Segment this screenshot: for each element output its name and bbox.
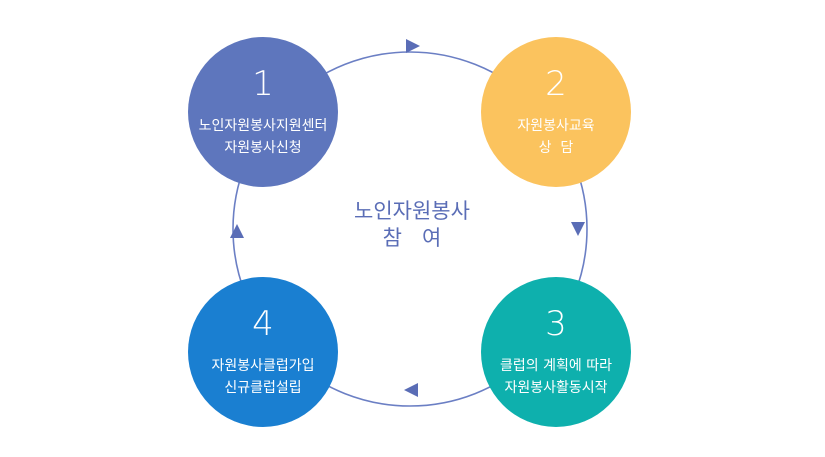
step-3-line2: 자원봉사활동시작 [504, 380, 608, 396]
arrow-left-icon [404, 383, 418, 397]
arrow-up-icon [230, 224, 244, 238]
step-4-line2: 신규클럽설립 [224, 380, 302, 396]
step-3-circle: 3 클럽의 계획에 따라 자원봉사활동시작 [481, 277, 631, 427]
step-1-circle: 1 노인자원봉사지원센터 자원봉사신청 [188, 37, 338, 187]
arrow-down-icon [571, 222, 585, 236]
step-2-line2: 상 담 [538, 140, 574, 156]
center-line1: 노인자원봉사 [354, 199, 470, 223]
step-4-circle: 4 자원봉사클럽가입 신규클럽설립 [188, 277, 338, 427]
step-3-number: 3 [545, 304, 567, 344]
arrow-right-icon [406, 39, 420, 53]
step-2-number: 2 [545, 64, 567, 104]
step-1-number: 1 [252, 64, 274, 104]
center-label: 노인자원봉사 참 여 [312, 198, 512, 252]
step-3-line1: 클럽의 계획에 따라 [500, 358, 612, 374]
step-2-circle: 2 자원봉사교육 상 담 [481, 37, 631, 187]
step-2-line1: 자원봉사교육 [517, 118, 595, 134]
step-4-number: 4 [252, 304, 274, 344]
step-4-line1: 자원봉사클럽가입 [211, 358, 315, 374]
step-1-line2: 자원봉사신청 [224, 140, 302, 156]
step-1-line1: 노인자원봉사지원센터 [198, 118, 328, 134]
ring-line [232, 51, 588, 407]
center-line2: 참 여 [382, 226, 442, 250]
